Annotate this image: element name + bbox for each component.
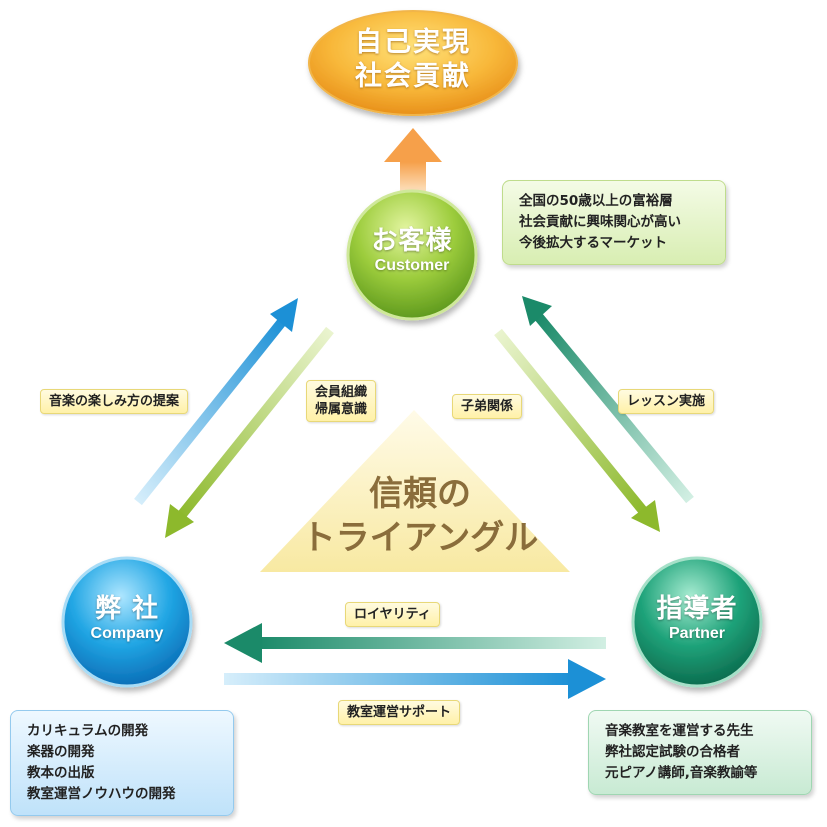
company-en: Company — [90, 625, 164, 642]
partner-info-box: 音楽教室を運営する先生 弊社認定試験の合格者 元ピアノ講師,音楽教諭等 — [588, 710, 812, 795]
label-suggest: 音楽の楽しみ方の提案 — [40, 389, 189, 414]
partner-en: Partner — [668, 625, 726, 642]
arrow-company-to-customer — [134, 298, 298, 506]
goal-ellipse — [308, 10, 518, 116]
label-membership-line-2: 帰属意識 — [315, 402, 368, 417]
customer-info-line: 今後拡大するマーケット — [519, 235, 667, 251]
arrow-company-to-partner — [224, 659, 606, 699]
partner-circle — [631, 556, 763, 688]
label-student: 子弟関係 — [452, 394, 523, 419]
customer-en: Customer — [374, 257, 450, 274]
goal-line-2: 社会貢献 — [355, 61, 471, 92]
trust-line-2: トライアングル — [301, 518, 539, 558]
partner-jp: 指導者 — [656, 594, 738, 624]
label-membership: 会員組織 帰属意識 — [306, 380, 377, 422]
arrow-customer-to-partner — [494, 328, 660, 532]
company-info-line: カリキュラムの開発 — [27, 723, 149, 739]
partner-node: 指導者 Partner — [633, 594, 761, 644]
company-jp: 弊 社 — [94, 594, 160, 624]
label-royalty: ロイヤリティ — [345, 602, 440, 627]
company-circle — [61, 556, 193, 688]
partner-info-line: 音楽教室を運営する先生 — [605, 723, 754, 739]
trust-triangle-shape — [260, 410, 570, 572]
goal-line-1: 自己実現 — [355, 27, 471, 58]
label-support: 教室運営サポート — [338, 700, 461, 725]
partner-info-line: 弊社認定試験の合格者 — [605, 744, 740, 760]
customer-info-box: 全国の50歳以上の富裕層 社会貢献に興味関心が高い 今後拡大するマーケット — [502, 180, 726, 265]
company-node: 弊 社 Company — [63, 594, 191, 644]
customer-node: お客様 Customer — [348, 226, 476, 276]
label-lesson: レッスン実施 — [618, 389, 715, 414]
arrow-customer-to-company — [165, 326, 334, 538]
company-info-line: 楽器の開発 — [27, 744, 95, 760]
company-info-line: 教本の出版 — [27, 765, 95, 781]
company-info-box: カリキュラムの開発 楽器の開発 教本の出版 教室運営ノウハウの開発 — [10, 710, 234, 816]
customer-info-line: 社会貢献に興味関心が高い — [519, 214, 681, 230]
arrow-partner-to-customer — [522, 296, 694, 504]
arrow-up-to-goal — [384, 128, 442, 192]
company-info-line: 教室運営ノウハウの開発 — [27, 786, 176, 802]
partner-info-line: 元ピアノ講師,音楽教諭等 — [605, 765, 758, 781]
goal-text: 自己実現 社会貢献 — [310, 12, 516, 112]
arrow-partner-to-company — [224, 623, 606, 663]
trust-line-1: 信頼の — [369, 474, 471, 514]
customer-info-line: 全国の50歳以上の富裕層 — [519, 193, 673, 209]
trust-triangle-title: 信頼の トライアングル — [300, 472, 540, 560]
customer-circle — [346, 189, 478, 321]
customer-jp: お客様 — [371, 226, 453, 256]
label-membership-line-1: 会員組織 — [315, 385, 368, 400]
